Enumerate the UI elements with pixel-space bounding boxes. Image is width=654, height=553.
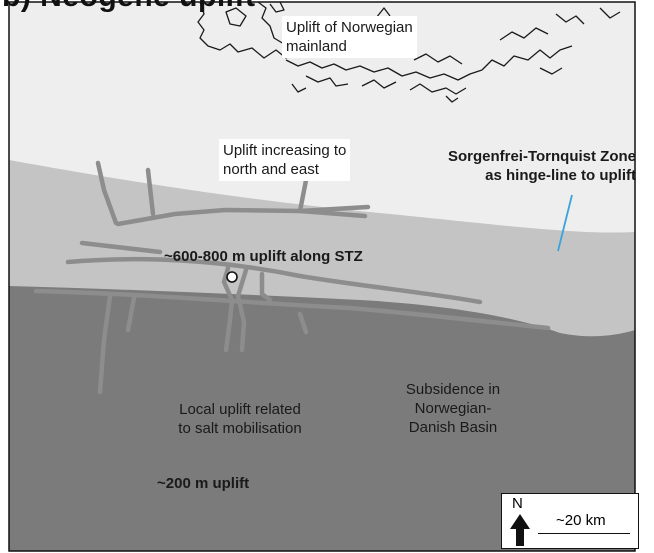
label-mainland-line2: mainland <box>286 38 347 55</box>
fault-north-branch-2 <box>145 167 156 217</box>
scale-bar <box>538 533 630 534</box>
label-salt-line1: Local uplift related <box>179 401 301 418</box>
fault-north-upper <box>115 207 368 227</box>
fault-lines <box>33 160 551 395</box>
map-heading: b) Neogene uplift <box>2 0 255 14</box>
scale-label: ~20 km <box>556 512 606 529</box>
north-arrow-icon <box>510 514 530 546</box>
label-salt-line2: to salt mobilisation <box>178 420 302 437</box>
fault-west-branch <box>97 293 113 395</box>
label-stz-uplift: ~600-800 m uplift along STZ <box>164 248 363 265</box>
fault-north-branch-1 <box>95 160 119 226</box>
fault-basin-margin <box>33 288 551 331</box>
fault-salt-1 <box>221 265 235 353</box>
label-subsidence-line2: Norwegian- <box>414 400 492 417</box>
label-subsidence-line1: Subsidence in <box>405 381 501 398</box>
map-frame <box>8 1 636 552</box>
label-200m-uplift: ~200 m uplift <box>157 475 250 492</box>
label-increasing-line1: Uplift increasing to <box>223 142 347 159</box>
norwegian-danish-basin <box>9 286 635 551</box>
label-stz-line1: Sorgenfrei-Tornquist Zone <box>447 148 636 165</box>
fault-north-upper-east <box>297 204 371 214</box>
label-increasing-line2: north and east <box>223 161 319 178</box>
label-subsidence: Subsidence in Norwegian- Danish Basin <box>388 380 518 437</box>
label-subsidence-line3: Danish Basin <box>408 419 498 436</box>
fault-west-branch-2 <box>125 295 137 333</box>
north-label: N <box>512 495 523 512</box>
fault-main-stz <box>65 257 483 305</box>
label-mainland-line1: Uplift of Norwegian <box>286 19 413 36</box>
fault-short-west <box>79 240 163 255</box>
label-salt-uplift: Local uplift related to salt mobilisatio… <box>150 400 330 438</box>
scale-legend: N ~20 km <box>501 493 639 549</box>
label-stz-line2: as hinge-line to uplift <box>485 167 636 184</box>
norwegian-coastline <box>197 1 621 103</box>
fault-salt-3 <box>259 271 273 303</box>
label-mainland-uplift: Uplift of Norwegian mainland <box>282 16 417 58</box>
fault-salt-4 <box>297 311 309 335</box>
fault-salt-2 <box>235 267 249 353</box>
label-uplift-increasing: Uplift increasing to north and east <box>219 139 351 181</box>
label-stz-hinge: Sorgenfrei-Tornquist Zone as hinge-line … <box>392 147 636 185</box>
well-location-icon <box>226 271 238 283</box>
stz-pointer-line <box>557 194 573 252</box>
